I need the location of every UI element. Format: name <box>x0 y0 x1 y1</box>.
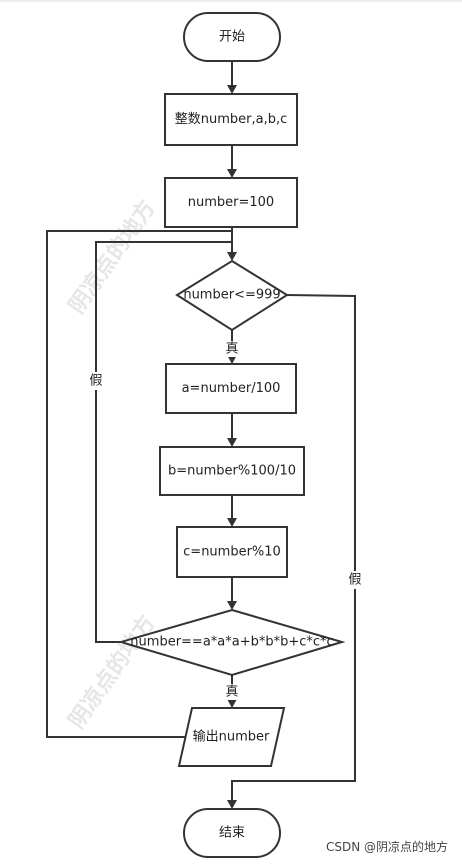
check-condition-label: number==a*a*a+b*b*b+c*c*c <box>130 635 333 650</box>
start-node <box>183 12 281 62</box>
edge-loop-false-end <box>231 294 356 803</box>
arrowhead <box>227 85 237 94</box>
init-node <box>164 177 298 228</box>
arrowhead <box>227 169 237 178</box>
credit-text: CSDN @阴凉点的地方 <box>326 839 448 854</box>
output-node <box>177 707 286 767</box>
loop-true-label: 真 <box>225 342 238 357</box>
check-false-label: 假 <box>89 374 102 389</box>
calc-c-node <box>176 526 288 578</box>
watermark-lower: 阴凉点的地方 <box>64 610 161 733</box>
arrowhead <box>227 800 237 809</box>
check-condition-node <box>117 608 346 677</box>
loop-true-label-bg <box>224 341 240 357</box>
calc-c-label: c=number%10 <box>183 545 281 560</box>
watermark-upper: 阴凉点的地方 <box>64 195 161 318</box>
end-label: 结束 <box>219 826 245 841</box>
arrowhead <box>227 252 237 261</box>
start-label: 开始 <box>219 30 245 45</box>
loop-false-label-bg <box>347 571 363 589</box>
edge-check-false-loopback <box>95 241 233 643</box>
loop-condition-node <box>175 259 289 332</box>
loop-false-label: 假 <box>348 573 361 588</box>
arrowhead <box>227 518 237 527</box>
declare-node <box>164 93 298 146</box>
top-border <box>0 0 462 2</box>
declare-label: 整数number,a,b,c <box>175 112 288 127</box>
check-false-label-bg <box>88 372 104 390</box>
calc-a-node <box>165 363 297 414</box>
calc-b-label: b=number%100/10 <box>168 464 296 479</box>
arrowhead <box>227 601 237 610</box>
arrowhead <box>227 699 237 708</box>
arrowhead <box>227 438 237 447</box>
edge-output-loopback <box>46 230 232 738</box>
check-true-label-bg <box>224 684 240 700</box>
end-node <box>183 808 281 858</box>
calc-b-node <box>159 446 305 496</box>
init-label: number=100 <box>188 195 274 210</box>
output-label: 输出number <box>193 729 270 745</box>
arrowhead <box>227 355 237 364</box>
calc-a-label: a=number/100 <box>182 381 281 396</box>
loop-condition-label: number<=999 <box>183 288 280 303</box>
check-true-label: 真 <box>225 685 238 700</box>
